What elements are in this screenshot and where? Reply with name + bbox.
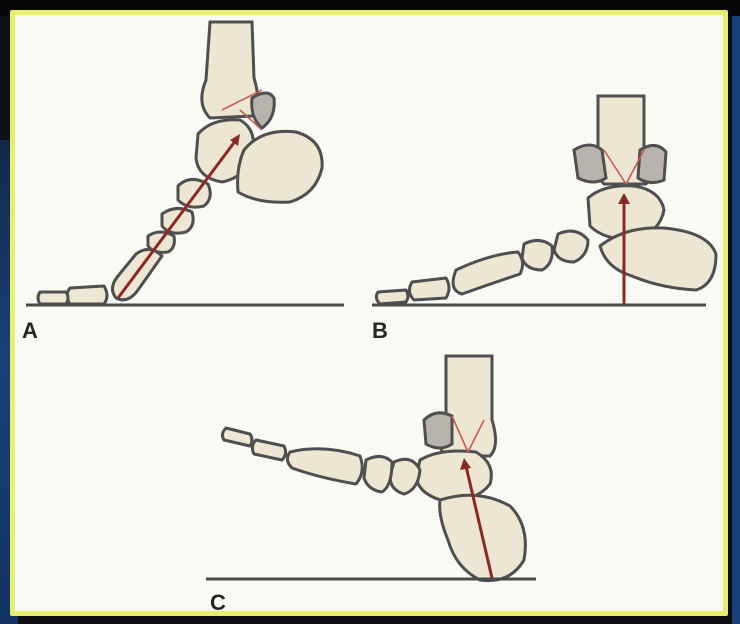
- panel-c-phalanx: [222, 428, 252, 446]
- panel-a-phalanx: [38, 292, 68, 304]
- panel-a-cuneiform: [162, 208, 193, 233]
- panel-label-b: B: [372, 320, 388, 342]
- panel-c-talus: [416, 451, 491, 502]
- panel-b-phalanx: [376, 290, 408, 304]
- panel-b-navicular: [554, 231, 588, 262]
- panel-c-fibula: [424, 413, 452, 448]
- panel-a-phalanx: [67, 286, 107, 304]
- panel-c-cuneiform: [364, 456, 392, 492]
- panel-a-force-arrow: [118, 140, 236, 298]
- panel-b-fibula: [638, 145, 666, 182]
- panel-label-c: C: [210, 592, 226, 614]
- panel-b-calcaneus: [600, 228, 716, 290]
- panel-c-metatarsal: [287, 449, 362, 484]
- panel-b-fibula: [574, 145, 606, 182]
- panel-b-phalanx: [409, 278, 449, 300]
- panel-c-navicular: [390, 459, 420, 494]
- panel-label-a: A: [22, 320, 38, 342]
- panel-a-navicular: [178, 179, 210, 207]
- panel-a-calcaneus: [238, 131, 323, 202]
- panel-b-metatarsal: [453, 252, 522, 294]
- panel-a-drawing: [26, 22, 344, 305]
- panel-b-cuneiform: [522, 240, 552, 270]
- panel-b-drawing: [372, 96, 716, 305]
- panel-c-phalanx: [252, 440, 285, 460]
- panel-c-drawing: [206, 356, 536, 581]
- panel-a-tibia: [202, 22, 258, 118]
